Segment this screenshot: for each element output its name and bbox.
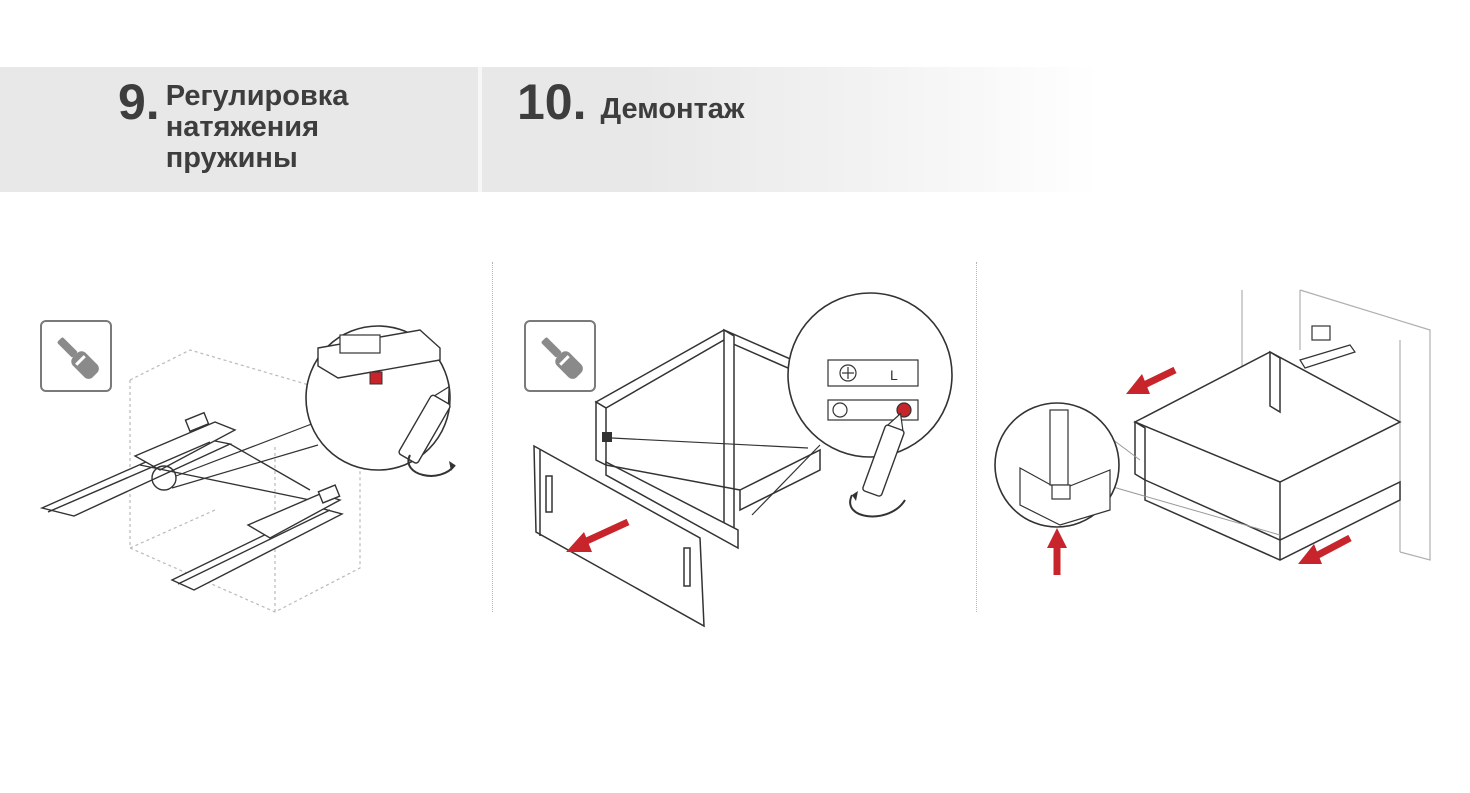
drawer-in-cabinet xyxy=(1133,350,1402,561)
drawer-front-panel xyxy=(533,444,705,628)
step-10-number: 10. xyxy=(517,74,587,130)
header-band xyxy=(0,67,1100,192)
step-9-title: Регулировка натяжения пружины xyxy=(166,81,396,174)
screwdriver-icon xyxy=(57,337,99,379)
screwdriver-badge-step9 xyxy=(40,320,112,392)
step-9-heading: 9. Регулировка натяжения пружины xyxy=(118,76,396,174)
screwdriver-icon xyxy=(541,337,583,379)
pull-arrow-top xyxy=(1126,366,1177,394)
step-10-heading: 10. Демонтаж xyxy=(517,76,744,128)
removal-arrow xyxy=(566,518,630,552)
step-10-title: Демонтаж xyxy=(600,93,745,125)
panel-separator-1 xyxy=(492,262,493,612)
release-arrow-up xyxy=(1047,528,1067,575)
screwdriver-badge-step10 xyxy=(524,320,596,392)
drawer-hook xyxy=(602,432,612,442)
step-9-number: 9. xyxy=(118,74,160,130)
zoom-circle-step9 xyxy=(305,325,456,477)
zoom-side-label: L xyxy=(890,367,898,383)
detail-marker xyxy=(151,465,177,491)
step-9-title-line-1: Регулировка xyxy=(165,80,349,112)
zoom-circle-step10: L xyxy=(787,292,953,518)
zoom-circle-release xyxy=(994,402,1120,528)
step-9-title-line-2: натяжения xyxy=(165,111,320,143)
left-runner xyxy=(39,411,311,517)
right-runner xyxy=(170,484,344,591)
panel-separator-2 xyxy=(976,262,977,612)
header-divider xyxy=(478,67,482,192)
cabinet-runner xyxy=(1299,325,1356,369)
pull-arrow-bottom xyxy=(1298,534,1352,564)
cabinet-outline xyxy=(129,349,361,613)
step-9-title-line-3: пружины xyxy=(165,142,298,174)
